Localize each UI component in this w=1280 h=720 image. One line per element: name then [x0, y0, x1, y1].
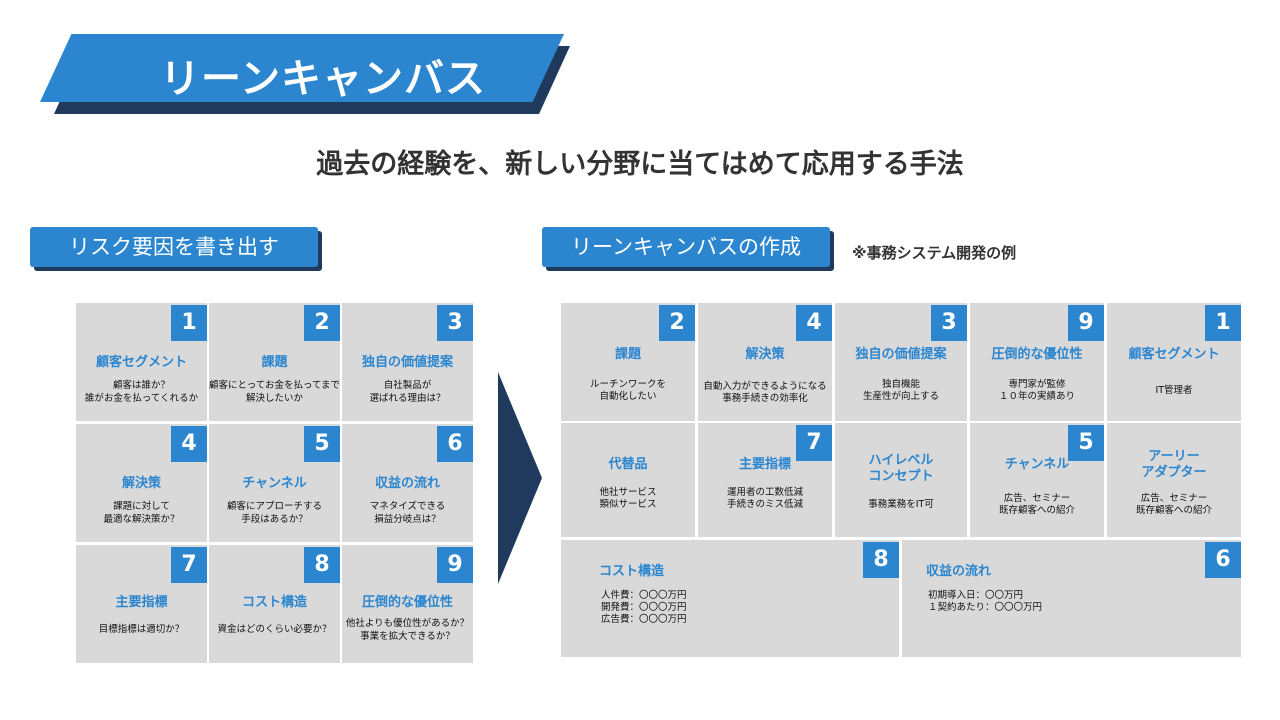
- risk-cell-key-metrics: 7 主要指標 目標指標は適切か？: [76, 545, 207, 663]
- cell-description: 広告、セミナー 既存顧客への紹介: [998, 493, 1075, 516]
- cell-description: 自動入力ができるようになる 事務手続きの効率化: [703, 381, 827, 404]
- cell-number-badge: 2: [659, 305, 695, 341]
- cell-title: 課題: [614, 347, 641, 362]
- cell-description: 専門家が監修 １０年の実績あり: [998, 379, 1075, 402]
- cell-title: 独自の価値提案: [855, 347, 947, 362]
- cell-title: 課題: [261, 355, 288, 370]
- risk-cell-customer-segment: 1 顧客セグメント 顧客は誰か？ 誰がお金を払ってくれるか: [76, 303, 207, 421]
- risk-cell-channel: 5 チャンネル 顧客にアプローチする 手段はあるか？: [209, 424, 340, 542]
- cell-description: IT管理者: [1155, 385, 1193, 396]
- cell-number-badge: 5: [304, 426, 340, 462]
- cell-title: チャンネル: [242, 476, 307, 491]
- canvas-cell-channel: 5 チャンネル 広告、セミナー 既存顧客への紹介: [970, 423, 1104, 537]
- cell-title: 主要指標: [738, 457, 791, 472]
- cell-title: 解決策: [121, 476, 161, 491]
- cell-title: ハイレベル コンセプト: [868, 453, 934, 484]
- left-section-label: リスク要因を書き出す: [30, 227, 318, 267]
- cell-title: 代替品: [608, 457, 648, 472]
- cell-title: 圧倒的な優位性: [991, 347, 1083, 362]
- cell-description: 顧客にとってお金を払ってまで 解決したいか: [209, 380, 341, 404]
- canvas-cell-alternatives: 代替品 他社サービス 類似サービス: [561, 423, 695, 537]
- canvas-cell-problem: 2 課題 ルーチンワークを 自動化したい: [561, 303, 695, 421]
- cell-description: 他社よりも優位性があるか？ 事業を拡大できるか？: [345, 618, 470, 642]
- right-arrow-icon: [498, 372, 542, 584]
- cell-description: 広告、セミナー 既存顧客への紹介: [1135, 493, 1212, 516]
- cell-description: 顧客は誰か？ 誰がお金を払ってくれるか: [84, 380, 199, 404]
- cell-number-badge: 3: [437, 305, 473, 341]
- cell-title: コスト構造: [241, 595, 307, 610]
- cell-title: 圧倒的な優位性: [361, 595, 453, 610]
- cell-description: 他社サービス 類似サービス: [599, 487, 657, 510]
- page-title: リーンキャンバス: [160, 56, 486, 102]
- right-section-label: リーンキャンバスの作成: [542, 227, 830, 267]
- cell-number-badge: 1: [1205, 305, 1241, 341]
- cell-number-badge: 6: [437, 426, 473, 462]
- cell-description: マネタイズできる 損益分岐点は？: [369, 501, 446, 525]
- cell-description: 目標指標は適切か？: [98, 624, 185, 635]
- cell-description: 独自機能 生産性が向上する: [862, 379, 939, 402]
- cell-number-badge: 7: [796, 425, 832, 461]
- risk-cell-problem: 2 課題 顧客にとってお金を払ってまで 解決したいか: [209, 303, 340, 421]
- page-subtitle: 過去の経験を、新しい分野に当てはめて応用する手法: [316, 149, 964, 180]
- canvas-cell-high-level-concept: ハイレベル コンセプト 事務業務をIT可: [835, 423, 967, 537]
- cell-title: アーリー アダプター: [1141, 449, 1207, 480]
- cell-title: チャンネル: [1004, 457, 1070, 472]
- canvas-cell-revenue: 6 収益の流れ 初期導入日：〇〇万円 １契約あたり：〇〇〇万円: [902, 540, 1241, 657]
- cell-title: 収益の流れ: [926, 564, 992, 579]
- cell-number-badge: 4: [796, 305, 832, 341]
- cell-title: コスト構造: [599, 564, 665, 579]
- cell-description: 事務業務をIT可: [868, 499, 934, 510]
- cell-number-badge: 9: [437, 547, 473, 583]
- cell-title: 収益の流れ: [374, 476, 440, 491]
- cell-description: 自社製品が 選ばれる理由は？: [369, 380, 446, 404]
- lean-canvas-grid: 2 課題 ルーチンワークを 自動化したい 4 解決策 自動入力ができるようになる…: [561, 303, 1241, 657]
- example-note: ※事務システム開発の例: [852, 244, 1017, 262]
- cell-number-badge: 8: [863, 542, 899, 578]
- title-banner: リーンキャンバス: [40, 32, 580, 118]
- cell-description: 課題に対して 最適な解決策か？: [103, 501, 180, 525]
- canvas-cell-key-metrics: 7 主要指標 運用者の工数低減 手続きのミス低減: [698, 423, 832, 537]
- cell-number-badge: 2: [304, 305, 340, 341]
- cell-number-badge: 6: [1205, 542, 1241, 578]
- cell-number-badge: 3: [931, 305, 967, 341]
- risk-cell-solution: 4 解決策 課題に対して 最適な解決策か？: [76, 424, 207, 542]
- cell-title: 顧客セグメント: [1128, 347, 1220, 362]
- risk-factors-grid: 1 顧客セグメント 顧客は誰か？ 誰がお金を払ってくれるか 2 課題 顧客にとっ…: [76, 303, 474, 663]
- cell-title: 解決策: [745, 347, 785, 362]
- cell-title: 顧客セグメント: [95, 355, 187, 370]
- risk-cell-cost: 8 コスト構造 資金はどのくらい必要か？: [209, 545, 340, 663]
- risk-cell-advantage: 9 圧倒的な優位性 他社よりも優位性があるか？ 事業を拡大できるか？: [342, 545, 473, 663]
- canvas-cell-solution: 4 解決策 自動入力ができるようになる 事務手続きの効率化: [698, 303, 832, 421]
- cell-title: 主要指標: [115, 595, 168, 610]
- canvas-cell-cost: 8 コスト構造 人件費：〇〇〇万円 開発費：〇〇〇万円 広告費：〇〇〇万円: [561, 540, 899, 657]
- canvas-cell-unique-value: 3 独自の価値提案 独自機能 生産性が向上する: [835, 303, 967, 421]
- cell-number-badge: 1: [171, 305, 207, 341]
- canvas-cell-advantage: 9 圧倒的な優位性 専門家が監修 １０年の実績あり: [970, 303, 1104, 421]
- dashed-divider: [561, 421, 1241, 423]
- canvas-cell-early-adopters: アーリー アダプター 広告、セミナー 既存顧客への紹介: [1107, 423, 1241, 537]
- cell-description: 人件費：〇〇〇万円 開発費：〇〇〇万円 広告費：〇〇〇万円: [601, 590, 687, 625]
- cell-number-badge: 4: [171, 426, 207, 462]
- cell-description: ルーチンワークを 自動化したい: [589, 379, 666, 402]
- cell-number-badge: 8: [304, 547, 340, 583]
- title-banner-main: [40, 34, 564, 102]
- cell-description: 顧客にアプローチする 手段はあるか？: [226, 501, 322, 525]
- cell-number-badge: 7: [171, 547, 207, 583]
- risk-cell-revenue: 6 収益の流れ マネタイズできる 損益分岐点は？: [342, 424, 473, 542]
- cell-number-badge: 5: [1068, 425, 1104, 461]
- canvas-cell-customer-segment: 1 顧客セグメント IT管理者: [1107, 303, 1241, 421]
- cell-description: 運用者の工数低減 手続きのミス低減: [726, 487, 803, 510]
- cell-title: 独自の価値提案: [361, 355, 453, 370]
- risk-cell-unique-value: 3 独自の価値提案 自社製品が 選ばれる理由は？: [342, 303, 473, 421]
- cell-description: 初期導入日：〇〇万円 １契約あたり：〇〇〇万円: [928, 590, 1043, 613]
- cell-number-badge: 9: [1068, 305, 1104, 341]
- cell-description: 資金はどのくらい必要か？: [217, 624, 332, 635]
